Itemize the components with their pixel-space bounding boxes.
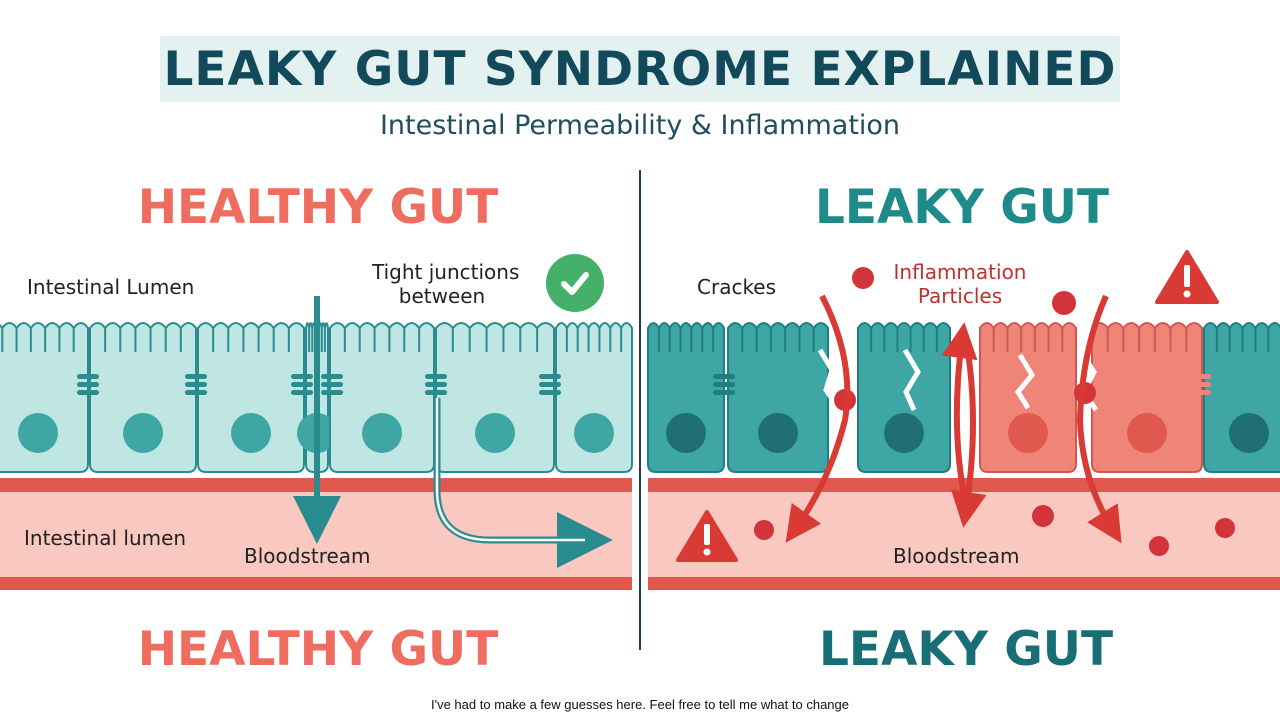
nucleus <box>231 413 271 453</box>
cracks-label: Crackes <box>697 275 777 299</box>
tight-junction <box>539 390 561 395</box>
nucleus <box>123 413 163 453</box>
nucleus <box>666 413 706 453</box>
check-icon <box>546 254 604 312</box>
tight-junction <box>321 382 343 387</box>
nucleus <box>884 413 924 453</box>
healthy-epithelium <box>0 322 633 473</box>
nucleus <box>475 413 515 453</box>
footnote: I've had to make a few guesses here. Fee… <box>431 697 849 712</box>
crack <box>1014 353 1036 410</box>
crack <box>817 348 843 412</box>
inflammation-particles <box>754 267 1235 556</box>
nucleus <box>18 413 58 453</box>
junction-label-line2: between <box>398 284 486 308</box>
lumen-label: Intestinal Lumen <box>27 275 195 299</box>
tight-junction <box>425 374 447 379</box>
arrow-icon <box>1076 294 1122 544</box>
leaky-blood-label: Bloodstream <box>893 544 1020 568</box>
lower-lumen-label: Intestinal lumen <box>24 526 187 550</box>
nucleus <box>1229 413 1269 453</box>
leaky-cell <box>979 322 1077 473</box>
healthy-cell <box>197 322 305 473</box>
junction-label-line1: Tight junctions <box>372 260 520 284</box>
leaky-epithelium <box>647 322 1280 473</box>
arrow-icon <box>950 339 987 528</box>
nucleus <box>758 413 798 453</box>
tight-junction <box>291 390 313 395</box>
tight-junction <box>321 390 343 395</box>
healthy-blood-label: Bloodstream <box>244 544 371 568</box>
tight-junction <box>185 382 207 387</box>
leaky-heading-top: LEAKY GUT <box>814 180 1110 235</box>
tight-junction <box>539 382 561 387</box>
arrow-icon <box>941 322 978 506</box>
tight-junction <box>713 390 735 395</box>
healthy-cell <box>329 322 435 473</box>
tight-junction <box>185 390 207 395</box>
healthy-cell <box>89 322 197 473</box>
healthy-heading-top: HEALTHY GUT <box>137 180 499 235</box>
nucleus <box>1008 413 1048 453</box>
leaky-cell <box>1091 322 1203 473</box>
leaky-cell <box>857 322 951 473</box>
particles-label: Inflammation Particles <box>880 260 1040 308</box>
crack <box>902 348 921 412</box>
healthy-heading-bottom: HEALTHY GUT <box>137 622 499 677</box>
tight-junction <box>713 382 735 387</box>
nucleus <box>362 413 402 453</box>
title-banner: LEAKY GUT SYNDROME EXPLAINED <box>160 36 1120 102</box>
tight-junction <box>1189 382 1211 387</box>
junction-label: Tight junctions between <box>372 260 520 308</box>
particles-label-line1: Inflammation <box>893 260 1027 284</box>
tight-junction <box>291 374 313 379</box>
tight-junction <box>185 374 207 379</box>
warning-icon <box>1155 250 1219 304</box>
healthy-cell <box>435 322 555 473</box>
tight-junction <box>1189 374 1211 379</box>
tight-junction <box>291 382 313 387</box>
tight-junction <box>425 382 447 387</box>
nucleus <box>1127 413 1167 453</box>
tight-junction <box>77 390 99 395</box>
leaky-heading-bottom: LEAKY GUT <box>818 622 1114 677</box>
tight-junction <box>1189 390 1211 395</box>
tight-junction <box>539 374 561 379</box>
page-subtitle: Intestinal Permeability & Inflammation <box>379 110 901 141</box>
particles-label-line2: Particles <box>917 284 1003 308</box>
tight-junction <box>321 374 343 379</box>
page-title: LEAKY GUT SYNDROME EXPLAINED <box>163 41 1117 97</box>
tight-junction <box>713 374 735 379</box>
tight-junction <box>77 374 99 379</box>
warning-icon <box>676 510 738 562</box>
tight-junction <box>77 382 99 387</box>
nucleus <box>574 413 614 453</box>
arrow-icon <box>785 294 851 543</box>
tight-junction <box>425 390 447 395</box>
